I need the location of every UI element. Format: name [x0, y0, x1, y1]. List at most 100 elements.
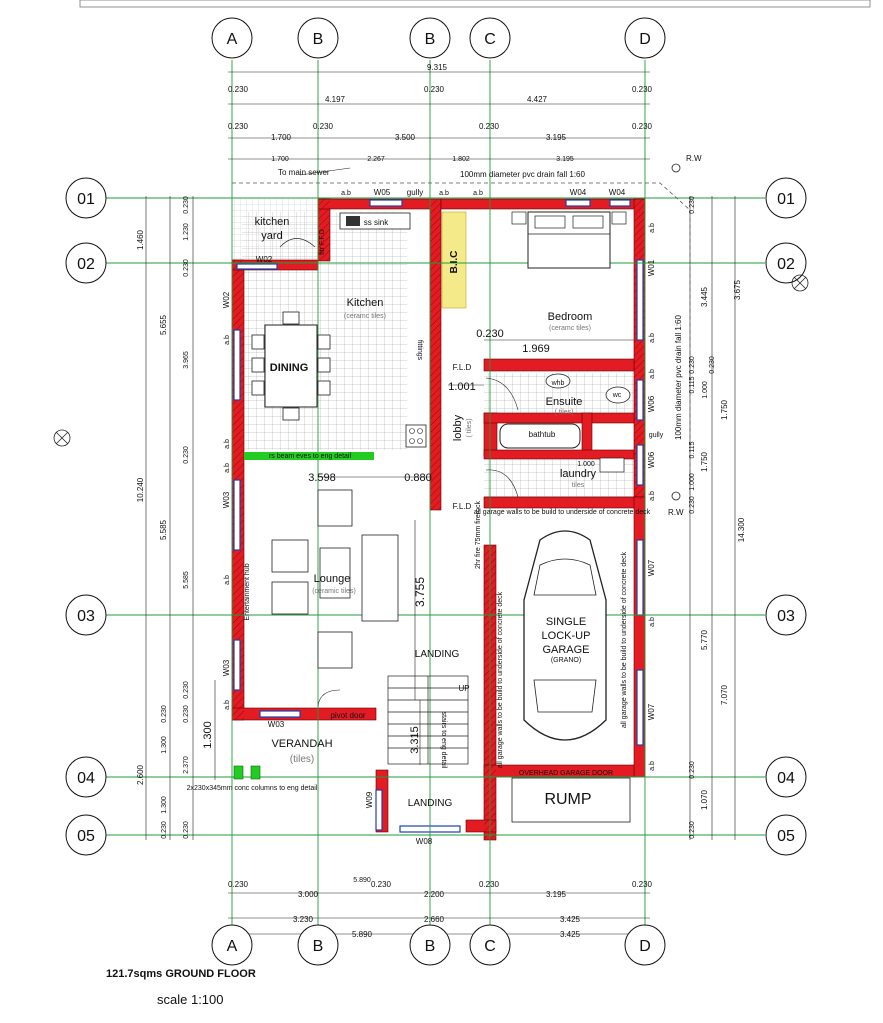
label-ab-3: a.b: [473, 190, 483, 197]
washbasin: [545, 373, 571, 389]
dim-left-mid-3: 3.965: [183, 351, 190, 369]
label-gully-right: gully: [649, 432, 664, 439]
grid-right-05: 05: [777, 828, 795, 845]
dim-right-mid-0: 3.445: [700, 286, 709, 307]
rw-bottom-label: R.W: [668, 508, 684, 517]
label-wc: wc: [612, 392, 622, 399]
dim-left-mid-6: 0.230: [183, 705, 190, 723]
dim-top2-4: 0.230: [632, 85, 653, 94]
windows: [233, 199, 644, 833]
dim-left-outer-4: 2.600: [136, 764, 145, 785]
rump-box: [511, 777, 631, 823]
dim-right-mid-2: 1.750: [700, 451, 709, 472]
dim-right-mid-4: 1.070: [700, 789, 709, 810]
dim-right-inner-8: 0.230: [689, 761, 696, 779]
dim-bottom1-6: 3.195: [546, 890, 567, 899]
room-garage-finish: (GRANO): [551, 657, 581, 664]
label-w03-a: W03: [222, 491, 231, 508]
label-ss-sink: ss sink: [364, 218, 389, 227]
grid-right-02: 02: [777, 256, 795, 273]
label-ab-right-1: a.b: [649, 223, 656, 233]
label-w06-b: W06: [647, 451, 656, 468]
room-lounge: Lounge: [314, 573, 351, 585]
dim-bottom2-2: 3.425: [560, 915, 581, 924]
stove: [405, 424, 427, 448]
room-verandah-finish: (tiles): [290, 754, 314, 765]
beam-strip: [244, 452, 374, 460]
grid-top-A: A: [227, 31, 238, 48]
label-w07-a: W07: [647, 559, 656, 576]
label-ab-right-4: a.b: [649, 491, 656, 501]
dining-chairs: [251, 311, 331, 421]
room-kitchen-yard-line2: yard: [261, 230, 282, 242]
dim-left-outer-0: 1.460: [136, 229, 145, 250]
label-w08: W08: [416, 837, 433, 846]
label-bathtub: bathtub: [529, 430, 556, 439]
dim-inner-3755: 3.755: [413, 577, 427, 607]
dim-bottom3-0: 5.890: [352, 930, 373, 939]
dim-inner-3598: 3.598: [308, 472, 336, 484]
dim-top3-6: 0.230: [632, 122, 653, 131]
dim-left-mid-8: 0.230: [161, 705, 168, 723]
label-ab-left-3: a.b: [224, 463, 231, 473]
label-w02-b: W02: [222, 291, 231, 308]
dim-top4-2: 1.802: [452, 156, 470, 163]
label-beam: rs beam eves to eng detail: [269, 453, 352, 460]
label-garage-walls-left: all garage walls to be build to undersid…: [497, 591, 504, 768]
dim-top2-0: 0.230: [228, 85, 249, 94]
room-kitchen: Kitchen: [347, 297, 384, 309]
label-fittings: fittings: [416, 340, 423, 361]
dim-bottom3-1: 3.425: [560, 930, 581, 939]
dim-right-outer-1: 14.300: [737, 517, 746, 542]
laundry-tub: [599, 457, 625, 473]
door-swings: [279, 238, 519, 707]
sewer-arrow: [299, 167, 351, 176]
label-w04-a: W04: [570, 188, 587, 197]
dim-bottom2-0: 3.230: [293, 915, 314, 924]
grid-bubbles-left: [65, 177, 107, 856]
grid-right-01: 01: [777, 191, 795, 208]
room-landing-lower: LANDING: [408, 798, 453, 809]
wc-pan: [605, 386, 631, 404]
label-w03-c: W03: [268, 720, 285, 729]
grid-lines: [100, 60, 765, 930]
car: [523, 530, 607, 741]
lounge-furniture: [271, 489, 399, 669]
dim-right-inner-9: 0.230: [689, 821, 696, 839]
room-garage-line1: SINGLE: [546, 616, 586, 628]
label-garage-walls-right: all garage walls to be build to undersid…: [621, 551, 628, 728]
label-gully-top: gully: [407, 188, 423, 197]
label-whb: whb: [551, 380, 565, 387]
drain-pipe: [232, 182, 691, 500]
grid-right-03: 03: [777, 608, 795, 625]
dim-bottom1-0: 0.230: [228, 880, 249, 889]
sink-basin: [346, 216, 360, 226]
dim-inner-1000: 1.000: [577, 461, 595, 468]
room-kitchen-finish: (ceramc tiles): [344, 313, 386, 320]
dim-right-mid-1: 1.750: [720, 399, 729, 420]
room-landing-upper: LANDING: [415, 649, 460, 660]
dining-table: [264, 324, 318, 408]
label-w04-b: W04: [609, 188, 626, 197]
dim-right-outer-0: 3.675: [733, 279, 742, 300]
label-w07-b: W07: [647, 703, 656, 720]
grid-bubbles-top: [211, 17, 666, 59]
dim-inner-0230: 0.230: [476, 328, 504, 340]
label-garage-walls-top: all garage walls to be build to undersid…: [474, 509, 651, 516]
dim-top4-0: 1.700: [271, 156, 289, 163]
dim-right-inner-7: 0.230: [689, 496, 696, 514]
dim-top2-1: 4.197: [325, 95, 346, 104]
grid-top-C: C: [484, 31, 496, 48]
label-ab-left-5: a.b: [224, 700, 231, 710]
dim-left-mid-1: 1.230: [183, 223, 190, 241]
label-w02-a: W02: [256, 255, 273, 264]
dim-left-inner-1: 2.370: [183, 756, 190, 774]
drain-top-label: 100mm diameter pvc drain fall 1:60: [460, 170, 586, 179]
dim-top3-0: 0.230: [228, 122, 249, 131]
room-lobby: lobby: [452, 414, 464, 441]
label-w09: W09: [365, 791, 374, 808]
dim-bottom1-7: 0.230: [632, 880, 653, 889]
plan-title: 121.7sqms GROUND FLOOR: [106, 968, 256, 980]
dim-top3-5: 3.195: [546, 133, 567, 142]
